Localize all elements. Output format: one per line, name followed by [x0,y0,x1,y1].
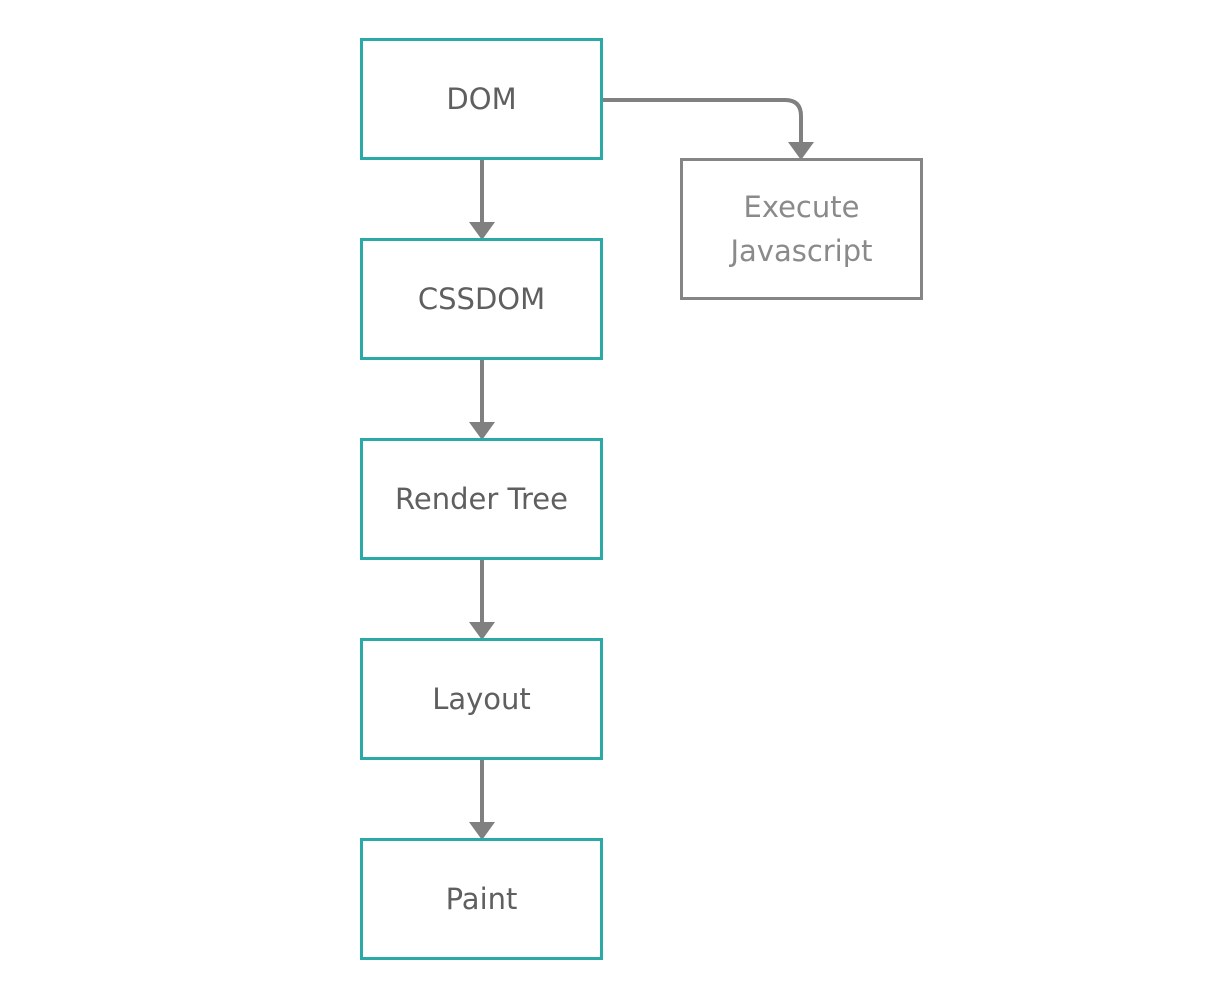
arrowhead-cssdom-to-render-tree [469,422,495,440]
node-dom-label: DOM [446,82,517,116]
node-layout: Layout [360,638,603,760]
node-dom: DOM [360,38,603,160]
node-execute-javascript-label: Execute Javascript [730,190,873,268]
edge-dom-to-execute-javascript [603,98,803,144]
arrowhead-dom-to-execute-javascript [788,142,814,160]
node-paint: Paint [360,838,603,960]
node-cssdom: CSSDOM [360,238,603,360]
arrowhead-dom-to-cssdom [469,222,495,240]
node-layout-label: Layout [432,682,531,716]
node-execute-javascript: Execute Javascript [680,158,923,300]
node-cssdom-label: CSSDOM [417,282,546,316]
arrowhead-render-tree-to-layout [469,622,495,640]
node-render-tree: Render Tree [360,438,603,560]
node-paint-label: Paint [445,882,518,916]
arrowhead-layout-to-paint [469,822,495,840]
node-render-tree-label: Render Tree [395,482,568,516]
